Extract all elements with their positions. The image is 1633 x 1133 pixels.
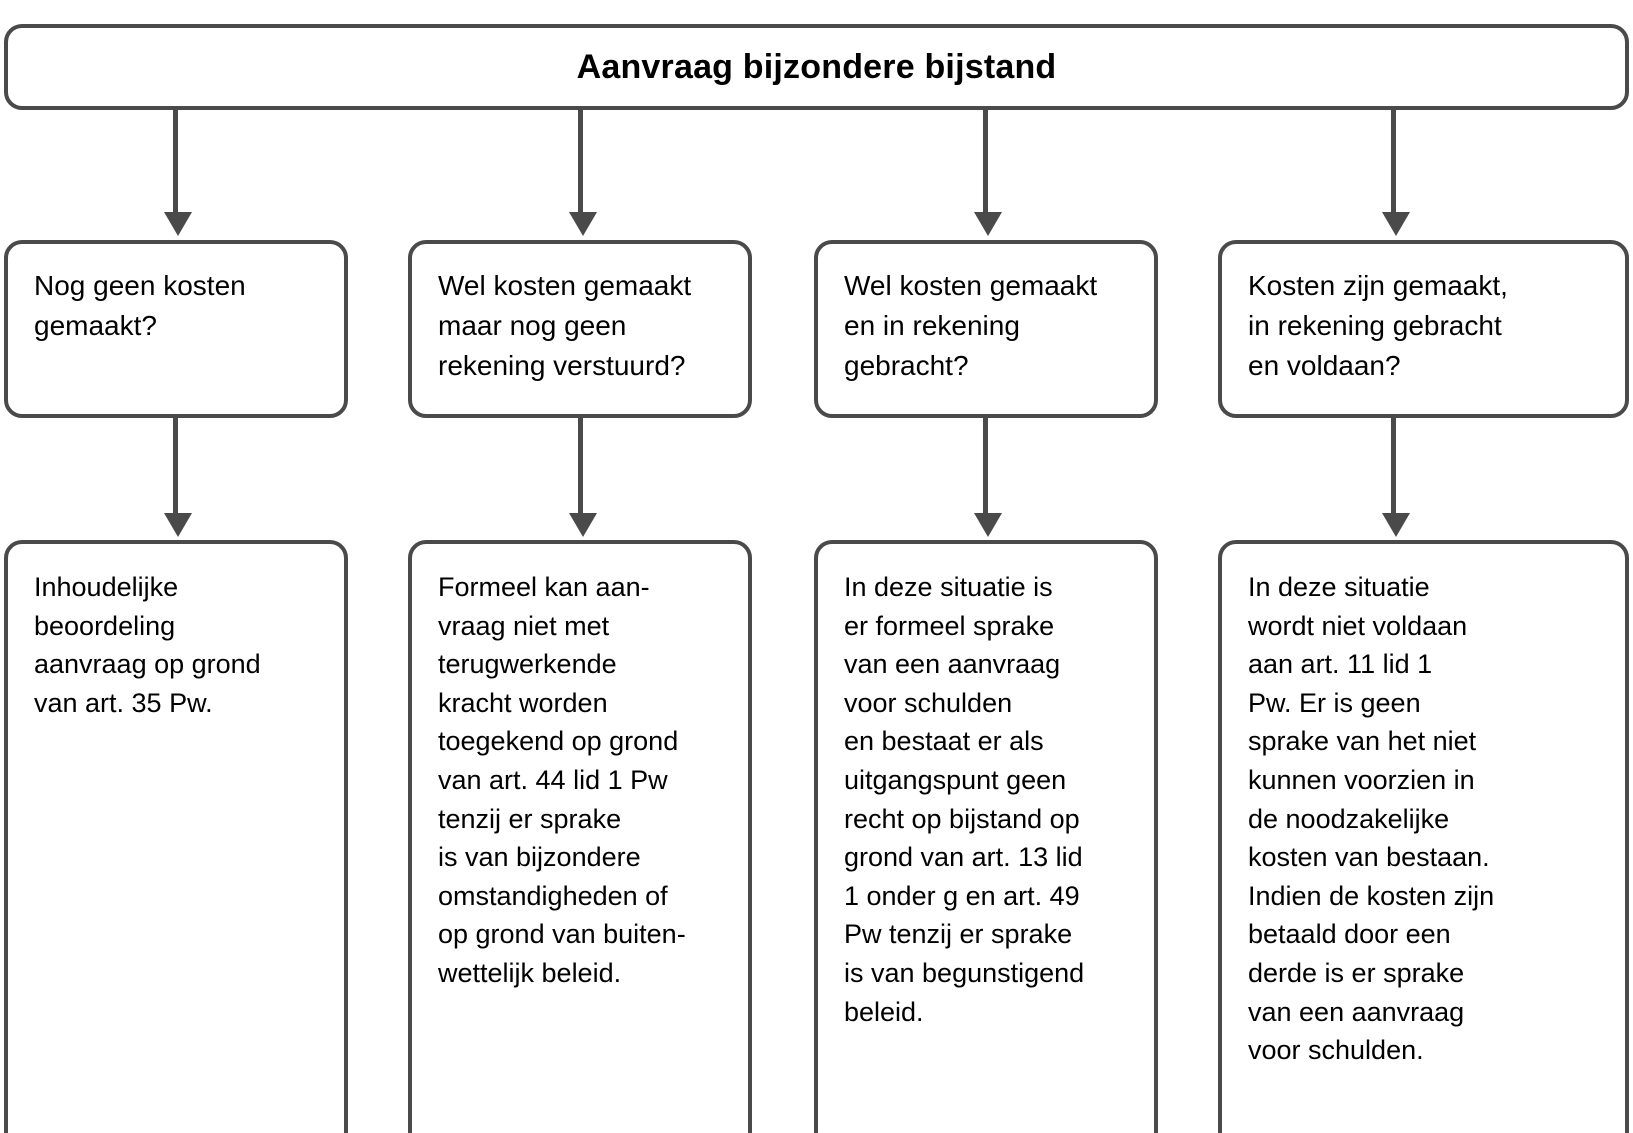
result-box-3: In deze situatie is er formeel sprake va…: [814, 540, 1158, 1133]
arrowhead-title-to-decision-1: [164, 212, 192, 236]
decision-box-4: Kosten zijn gemaakt, in rekening gebrach…: [1218, 240, 1629, 418]
connector-decision-1-to-result-1: [173, 418, 178, 518]
arrowhead-decision-3-to-result-3: [974, 513, 1002, 537]
arrowhead-title-to-decision-4: [1382, 212, 1410, 236]
connector-title-to-decision-1: [173, 110, 178, 218]
decision-box-1: Nog geen kosten gemaakt?: [4, 240, 348, 418]
decision-box-4-text: Kosten zijn gemaakt, in rekening gebrach…: [1248, 270, 1508, 381]
result-box-2-text: Formeel kan aan- vraag niet met terugwer…: [438, 572, 686, 989]
connector-decision-4-to-result-4: [1391, 418, 1396, 518]
connector-title-to-decision-4: [1391, 110, 1396, 218]
flowchart-title-box: Aanvraag bijzondere bijstand: [4, 24, 1629, 110]
decision-box-2-text: Wel kosten gemaakt maar nog geen rekenin…: [438, 270, 692, 381]
arrowhead-decision-4-to-result-4: [1382, 513, 1410, 537]
result-box-1-text: Inhoudelijke beoordeling aanvraag op gro…: [34, 572, 261, 718]
connector-title-to-decision-2: [578, 110, 583, 218]
result-box-1: Inhoudelijke beoordeling aanvraag op gro…: [4, 540, 348, 1133]
result-box-4: In deze situatie wordt niet voldaan aan …: [1218, 540, 1629, 1133]
decision-box-3: Wel kosten gemaakt en in rekening gebrac…: [814, 240, 1158, 418]
result-box-3-text: In deze situatie is er formeel sprake va…: [844, 572, 1085, 1027]
connector-decision-2-to-result-2: [578, 418, 583, 518]
page-title: Aanvraag bijzondere bijstand: [576, 47, 1057, 86]
arrowhead-decision-2-to-result-2: [569, 513, 597, 537]
decision-box-2: Wel kosten gemaakt maar nog geen rekenin…: [408, 240, 752, 418]
decision-box-3-text: Wel kosten gemaakt en in rekening gebrac…: [844, 270, 1098, 381]
arrowhead-decision-1-to-result-1: [164, 513, 192, 537]
connector-decision-3-to-result-3: [983, 418, 988, 518]
arrowhead-title-to-decision-3: [974, 212, 1002, 236]
connector-title-to-decision-3: [983, 110, 988, 218]
result-box-4-text: In deze situatie wordt niet voldaan aan …: [1248, 572, 1495, 1066]
decision-box-1-text: Nog geen kosten gemaakt?: [34, 270, 246, 341]
arrowhead-title-to-decision-2: [569, 212, 597, 236]
result-box-2: Formeel kan aan- vraag niet met terugwer…: [408, 540, 752, 1133]
